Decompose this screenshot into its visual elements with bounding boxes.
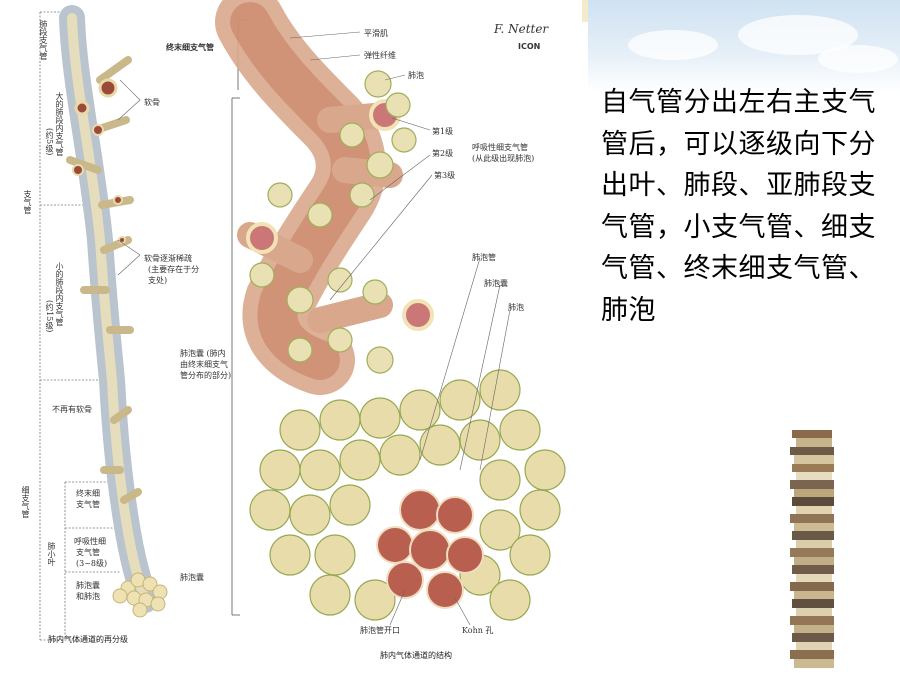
caption-right: 肺内气体通道的结构: [380, 651, 452, 660]
label-respiratory-bronchiole-2: (从此级出现肺泡): [472, 154, 535, 163]
caption-left: 肺内气体通道的再分级: [48, 635, 128, 644]
bronchial-tree-illustration: [39, 0, 566, 641]
label-kohn-pores: Kohn 孔: [462, 626, 494, 635]
label-alveolus-top: 肺泡: [408, 71, 424, 80]
label-respiratory-2: 支气管: [76, 548, 100, 557]
label-alveolar-sac-right: 肺泡囊: [484, 279, 508, 288]
label-lobule: 肺小叶: [47, 542, 56, 566]
label-respiratory-bronchiole-1: 呼吸性细支气管: [472, 143, 528, 152]
label-cartilage-sparse-2: (主要存在于分: [148, 265, 200, 274]
label-alveolar-sac-left: 肺泡囊: [180, 573, 204, 582]
left-bronchus-trunk: [59, 5, 168, 618]
label-terminal-bronchiole: 终末细支气管: [166, 42, 214, 52]
slide-main-text: 自气管分出左右主支气管后，可以逐级向下分出叶、肺段、亚肺段支气管，小支气管、细支…: [601, 87, 876, 326]
label-bronchi: 支气管: [23, 190, 32, 214]
label-cartilage-sparse-3: 支处): [148, 276, 168, 285]
terminal-bronchiole-tree: [215, 0, 434, 395]
label-sacs-1: 肺泡囊: [76, 581, 100, 590]
label-small-gen: (约15级): [45, 300, 54, 333]
sky-background: [588, 0, 900, 92]
label-sac-note-2: 由终末细支气: [180, 360, 228, 369]
label-gen1: 第1级: [432, 127, 454, 136]
label-segment-bronchus: 肺段支气管: [39, 20, 48, 60]
label-sac-note-3: 管分布的部分): [180, 371, 232, 380]
label-terminal-2: 支气管: [76, 500, 100, 509]
netter-logo: F. Netter: [494, 22, 549, 36]
anatomy-figure: F. Netter ICON 肺段支气管 大的肺段内支气管 (约5级) 支气管 …: [21, 0, 566, 660]
label-small-intrapulmonary: 小的肺段内支气管: [55, 262, 64, 326]
label-sac-note-1: 肺泡囊 (肺内: [180, 349, 226, 358]
icon-logo: ICON: [518, 42, 541, 51]
label-cartilage: 软骨: [144, 98, 160, 107]
label-cartilage-sparse-1: 软骨逐渐稀疏: [144, 254, 192, 263]
label-gen3: 第3级: [434, 171, 456, 180]
label-elastic-fibers: 弹性纤维: [364, 51, 396, 60]
alveolar-cluster: [249, 369, 566, 621]
label-sacs-2: 和肺泡: [76, 592, 100, 601]
label-large-gen: (约5级): [45, 128, 54, 156]
label-no-cartilage: 不再有软骨: [52, 405, 92, 414]
label-terminal-1: 终末细: [76, 489, 100, 498]
label-gen2: 第2级: [432, 149, 454, 158]
label-alveolus: 肺泡: [508, 303, 524, 312]
book-stack-image: [790, 430, 834, 668]
label-respiratory-3: (3~8级): [76, 559, 108, 568]
label-respiratory-1: 呼吸性细: [74, 537, 106, 546]
label-duct-opening: 肺泡管开口: [360, 626, 400, 635]
label-smooth-muscle: 平滑肌: [364, 29, 388, 38]
accent-bar: [582, 0, 588, 22]
label-large-intrapulmonary: 大的肺段内支气管: [55, 92, 64, 156]
label-bronchioles: 细支气管: [21, 486, 30, 518]
label-alveolar-duct: 肺泡管: [472, 253, 496, 262]
